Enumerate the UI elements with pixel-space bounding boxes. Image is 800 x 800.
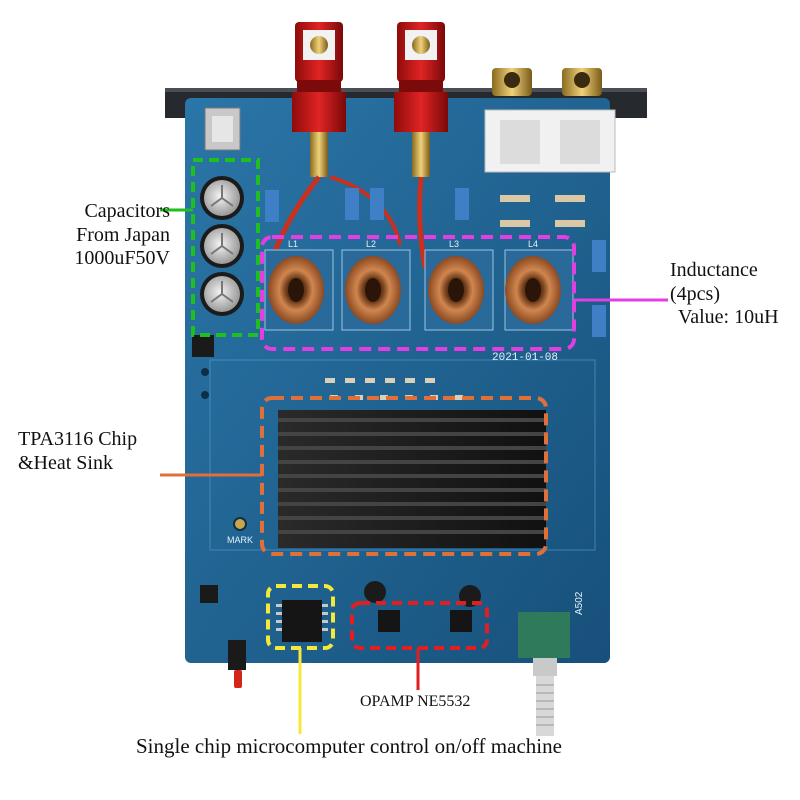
film-capacitor xyxy=(592,305,606,337)
inductance-label-line: (4pcs) xyxy=(670,282,720,305)
inductance-label-line: Inductance xyxy=(670,259,758,281)
tpa-annotation xyxy=(160,396,548,556)
inductance-label: Inductance (4pcs) Value: 10uH xyxy=(670,259,779,330)
binding-post-left xyxy=(292,22,346,177)
electrolytic-capacitor xyxy=(200,272,244,316)
volume-potentiometer xyxy=(518,612,570,736)
tpa-chip-label: TPA3116 Chip &Heat Sink xyxy=(18,428,137,475)
inductor-label: L3 xyxy=(449,239,459,249)
model-silkscreen: A502 xyxy=(574,591,585,615)
screw-hole xyxy=(201,368,209,376)
date-silkscreen: 2021-01-08 xyxy=(492,352,558,364)
voltage-regulator xyxy=(192,335,214,357)
capacitors-label: Capacitors From Japan 1000uF50V xyxy=(20,200,170,271)
electrolytic-capacitor xyxy=(200,176,244,220)
power-switch xyxy=(228,640,246,688)
heat-sink xyxy=(278,410,546,548)
inductor-l2 xyxy=(341,249,411,331)
screw-hole xyxy=(201,391,209,399)
rca-jack-right xyxy=(562,68,602,96)
wire xyxy=(417,176,428,269)
inductance-label-line: Value: 10uH xyxy=(678,306,779,329)
tpa-chip-label-line: &Heat Sink xyxy=(18,451,113,474)
capacitors-label-line: Capacitors xyxy=(84,200,170,222)
electrolytic-capacitor xyxy=(200,224,244,268)
binding-post-right xyxy=(394,22,448,177)
inductor-l3 xyxy=(424,249,494,331)
film-capacitor xyxy=(345,188,359,220)
resistor-row xyxy=(500,195,585,227)
rca-jack-left xyxy=(492,68,532,96)
opamp-label: OPAMP NE5532 xyxy=(360,693,471,710)
pcb-board xyxy=(185,98,610,663)
film-capacitor xyxy=(592,240,606,272)
capacitor-annotation xyxy=(160,158,260,337)
inductance-annotation xyxy=(260,235,668,351)
mcu-chip xyxy=(276,600,328,642)
mcu-annotation xyxy=(266,584,335,734)
film-capacitor xyxy=(265,190,279,222)
mark-silkscreen: MARK xyxy=(227,535,253,545)
regulator-u1 xyxy=(200,585,218,603)
film-capacitor xyxy=(455,188,469,220)
inductor-label: L4 xyxy=(528,239,538,249)
inductor-label: L1 xyxy=(288,239,298,249)
opamp-annotation xyxy=(350,601,489,690)
capacitors-label-line: 1000uF50V xyxy=(74,247,170,270)
mcu-label: Single chip microcomputer control on/off… xyxy=(136,734,562,758)
capacitors-label-line: From Japan xyxy=(76,223,170,246)
film-capacitor xyxy=(370,188,384,220)
inductor-l1 xyxy=(264,249,334,331)
inductor-l4 xyxy=(504,249,574,331)
screw-hole xyxy=(233,517,247,531)
tpa-chip-label-line: TPA3116 Chip xyxy=(18,428,138,450)
inductor-label: L2 xyxy=(366,239,376,249)
